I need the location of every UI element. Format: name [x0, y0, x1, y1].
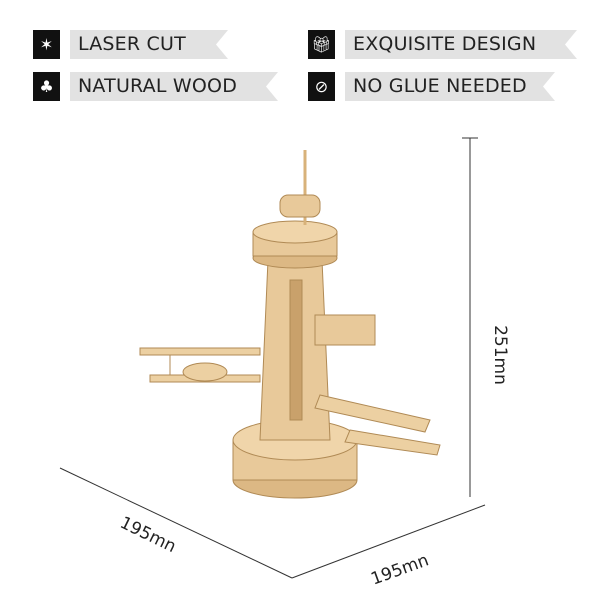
feature-label: NO GLUE NEEDED — [345, 72, 555, 101]
wooden-tower-model — [139, 150, 441, 499]
laser-icon: ✶ — [33, 30, 60, 59]
no-glue-icon: ⊘ — [308, 72, 335, 101]
tree-icon: ♣ — [33, 72, 60, 101]
dimension-lines — [59, 137, 486, 579]
gift-box-icon: 🎁︎ — [308, 30, 335, 59]
feature-label: NATURAL WOOD — [70, 72, 278, 101]
height-dimension-label: 251mn — [489, 325, 510, 385]
feature-label: EXQUISITE DESIGN — [345, 30, 577, 59]
feature-label: LASER CUT — [70, 30, 228, 59]
